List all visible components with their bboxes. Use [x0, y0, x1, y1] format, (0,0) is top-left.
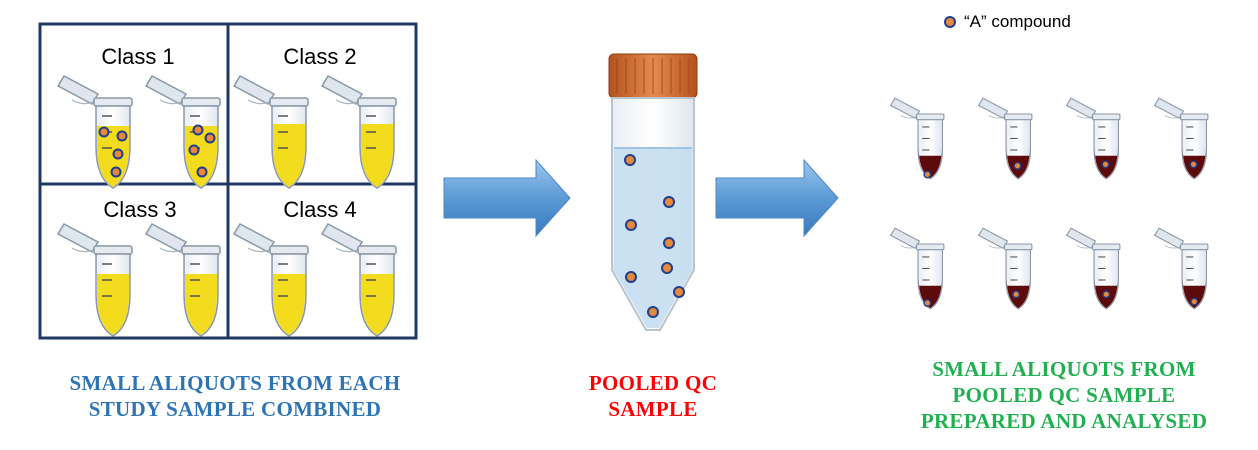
- compound-dot-icon: [1189, 160, 1198, 169]
- caption-line: SAMPLE: [608, 397, 698, 421]
- compound-dot-icon: [1102, 290, 1111, 299]
- compound-dot-icon: [1190, 297, 1199, 306]
- caption-line: POOLED QC: [588, 371, 718, 395]
- class-3-tube-a: [56, 223, 133, 337]
- class-4-label: Class 4: [283, 197, 357, 222]
- caption-line: PREPARED AND ANALYSED: [920, 409, 1208, 433]
- caption-line: POOLED QC SAMPLE: [952, 383, 1176, 407]
- compound-dot-icon: [204, 132, 216, 144]
- sample-grid: [38, 22, 418, 340]
- compound-dot-icon: [196, 166, 208, 178]
- class-3-tube-b: [144, 223, 221, 337]
- analysis-tube-row2-4: [1153, 227, 1209, 310]
- compound-dot-icon: [110, 166, 122, 178]
- compound-dot-icon: [188, 144, 200, 156]
- class-4-tube-b: [320, 223, 397, 337]
- compound-dot-icon: [1101, 160, 1110, 169]
- legend-dot-icon: [944, 16, 956, 28]
- class-2-tube-b: [320, 75, 397, 189]
- analysis-tube-row2-2: [977, 227, 1033, 310]
- analysis-tube-row1-4: [1153, 97, 1209, 180]
- arrow-2: [715, 158, 839, 238]
- analysis-tube-row2-3: [1065, 227, 1121, 310]
- compound-dot-icon: [1012, 290, 1021, 299]
- analysis-tube-row1-2: [977, 97, 1033, 180]
- compound-dot-icon: [923, 299, 932, 307]
- legend-label: “A” compound: [964, 12, 1071, 31]
- compound-dot-icon: [98, 126, 110, 138]
- class-3-label: Class 3: [103, 197, 177, 222]
- analysis-tube-row2-1: [889, 227, 945, 310]
- caption-line: SMALL ALIQUOTS FROM EACH: [69, 371, 401, 395]
- analysis-tube-row1-1: [889, 97, 945, 180]
- compound-dot-icon: [923, 170, 932, 179]
- class-1-label: Class 1: [101, 44, 175, 69]
- class-2-tube-a: [232, 75, 309, 189]
- compound-dot-icon: [192, 124, 204, 136]
- compound-dot-icon: [112, 148, 124, 160]
- pooled-qc-tube: [608, 53, 698, 331]
- analysis-tube-row1-3: [1065, 97, 1121, 180]
- caption-line: STUDY SAMPLE COMBINED: [88, 397, 382, 421]
- caption-aliquots-analysed: SMALL ALIQUOTS FROM POOLED QC SAMPLE PRE…: [870, 356, 1258, 434]
- caption-study-samples: SMALL ALIQUOTS FROM EACH STUDY SAMPLE CO…: [20, 370, 450, 422]
- caption-line: SMALL ALIQUOTS FROM: [932, 357, 1196, 381]
- class-4-tube-a: [232, 223, 309, 337]
- compound-dot-icon: [116, 130, 128, 142]
- arrow-1: [443, 158, 571, 238]
- class-2-label: Class 2: [283, 44, 357, 69]
- class-1-tube-a: [56, 75, 133, 189]
- class-1-tube-b: [144, 75, 221, 189]
- compound-dot-icon: [1013, 161, 1022, 170]
- caption-pooled-qc: POOLED QC SAMPLE: [548, 370, 758, 422]
